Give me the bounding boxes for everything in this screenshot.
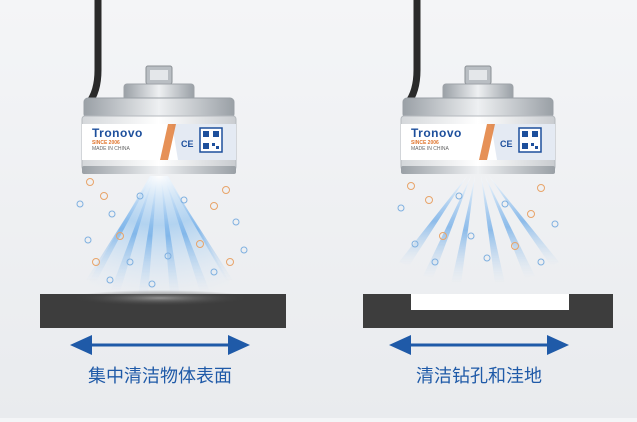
left-illustration	[40, 0, 286, 355]
double-arrow-icon	[70, 335, 250, 355]
ion-spray-streaks	[399, 176, 559, 284]
ce-mark: CE	[181, 139, 194, 149]
panel-surface-cleaning: Tronovo SINCE 2006 MADE IN CHINA CE 集中清洁…	[0, 0, 318, 418]
recess	[411, 294, 569, 310]
panel-hole-cleaning: Tronovo SINCE 2006 MADE IN CHINA CE 清洁钻孔…	[319, 0, 637, 418]
ion-spray-cone	[78, 176, 240, 300]
right-illustration	[363, 0, 613, 355]
panel-caption: 集中清洁物体表面	[88, 366, 232, 387]
ce-mark: CE	[500, 139, 513, 149]
cable	[85, 0, 102, 107]
since-text: SINCE 2006	[411, 140, 439, 146]
made-in-text: MADE IN CHINA	[92, 146, 130, 152]
double-arrow-icon	[389, 335, 569, 355]
made-in-text: MADE IN CHINA	[411, 146, 449, 152]
body-top-band	[83, 97, 235, 119]
since-text: SINCE 2006	[92, 140, 120, 146]
body-top-band	[402, 97, 554, 119]
brand-logo: Tronovo	[411, 126, 462, 140]
cable	[404, 0, 421, 107]
target-surface-with-hole	[363, 294, 613, 328]
panel-caption: 清洁钻孔和洼地	[416, 366, 542, 387]
brand-logo: Tronovo	[92, 126, 143, 140]
